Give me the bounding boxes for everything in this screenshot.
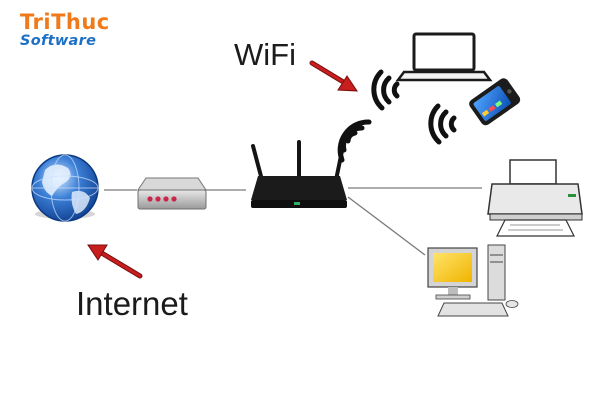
laptop-wifi-signal-icon [371, 69, 400, 111]
smartphone-icon [469, 78, 521, 126]
router-icon [251, 140, 347, 208]
wifi-label: WiFi [234, 37, 296, 72]
logo-line-2: Software [20, 33, 97, 49]
globe-icon [31, 154, 99, 222]
internet-label: Internet [76, 285, 188, 322]
printer-icon [487, 159, 583, 237]
logo-line-1: TriThuc [20, 10, 110, 34]
wifi-signal-icon [337, 119, 372, 163]
modem-icon [137, 177, 207, 210]
internet-arrow [87, 244, 143, 279]
router-desktop-link [347, 196, 426, 256]
phone-wifi-signal-icon [428, 103, 457, 145]
connection-lines [104, 187, 482, 256]
laptop-icon [395, 32, 493, 82]
wifi-arrow [309, 60, 358, 92]
desktop-computer-icon [427, 244, 519, 317]
brand-logo: TriThuc Software [20, 12, 110, 49]
